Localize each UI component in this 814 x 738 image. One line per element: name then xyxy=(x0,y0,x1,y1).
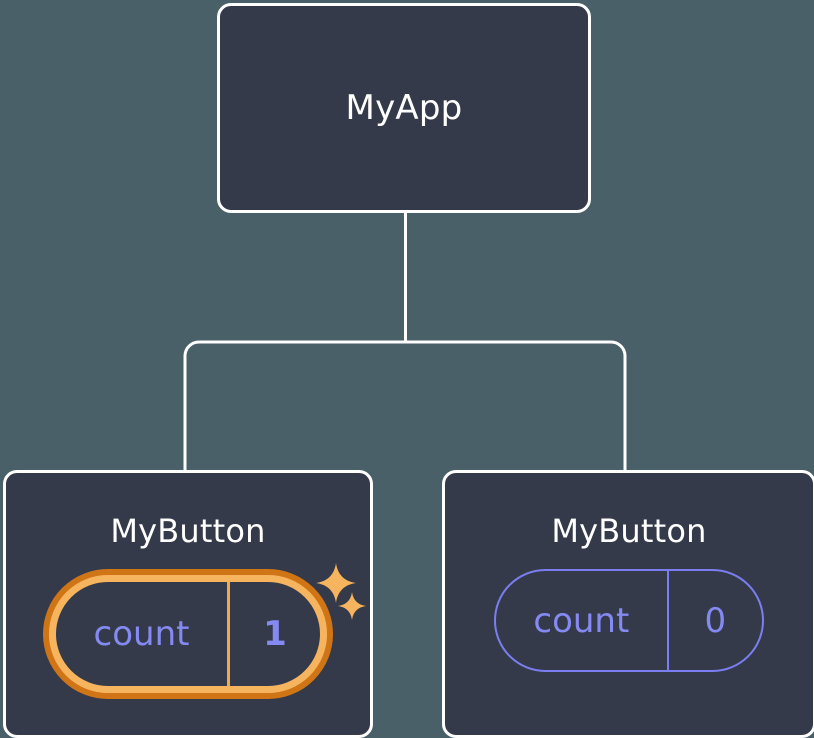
node-mybutton-right[interactable]: MyButton count 0 xyxy=(442,470,814,738)
node-title-mybutton-right: MyButton xyxy=(551,512,707,550)
state-pill-wrap-right: count 0 xyxy=(494,569,764,672)
state-value-left: 1 xyxy=(263,614,287,654)
state-name-left: count xyxy=(56,582,230,686)
state-value-right: 0 xyxy=(704,600,727,641)
state-pill-left[interactable]: count 1 xyxy=(43,569,333,699)
state-name-right: count xyxy=(496,571,669,670)
state-pill-right[interactable]: count 0 xyxy=(494,569,764,672)
state-pill-wrap-left: count 1 xyxy=(43,569,333,699)
connector-branch-left xyxy=(183,340,406,472)
connector-branch-right xyxy=(405,340,627,472)
node-title-myapp: MyApp xyxy=(345,88,463,128)
state-pill-inner-left: count 1 xyxy=(49,575,327,693)
node-myapp[interactable]: MyApp xyxy=(217,3,591,213)
node-title-mybutton-left: MyButton xyxy=(110,512,266,550)
node-mybutton-left[interactable]: MyButton count 1 xyxy=(3,470,373,738)
